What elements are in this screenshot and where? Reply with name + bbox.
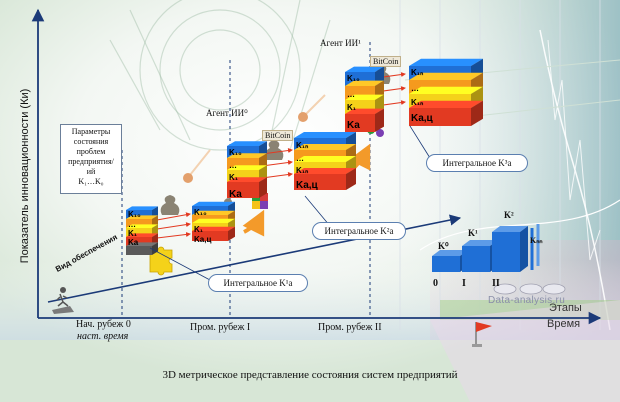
- mid-stack-right-3: K₁ₙ: [296, 166, 309, 175]
- metric-stacks: [126, 58, 483, 255]
- large-stack-left-block-3: [345, 108, 384, 132]
- axis-time-label: Время: [547, 318, 581, 330]
- agent-ai-0-label: Агент ИИ⁰: [206, 108, 248, 118]
- mini-chart-kn-label: Kₙₙ: [530, 236, 543, 245]
- large-stack-left-1: K₁₀: [347, 74, 360, 83]
- parameters-line-3: проблем: [76, 147, 106, 156]
- small-stack-label-3: K₁: [128, 229, 138, 238]
- money-bag-icon-2: [264, 140, 284, 160]
- large-stack-left-4: Ka: [347, 120, 360, 131]
- parameters-box: Параметры состояния проблем предприятия/…: [60, 124, 122, 194]
- agent-ai-1-label: Агент ИИ¹: [320, 38, 361, 48]
- large-stack-right-4: Ka,ц: [411, 113, 433, 124]
- integral-callout-3: Интегральное K³а: [426, 154, 528, 172]
- parameters-line-5: ий: [86, 167, 96, 176]
- y-axis-title: Показатель инновационности (Ки): [19, 88, 31, 264]
- mini-bar-chart: [432, 224, 540, 272]
- parameters-line-6: K₁…K₀: [78, 177, 104, 186]
- small-stack-left-block-4: [126, 242, 158, 255]
- axis-etapy-label: Этапы: [549, 302, 582, 314]
- small-stack-right-3: K₁: [194, 225, 204, 234]
- watermark: Data-analysis.ru: [488, 295, 566, 306]
- mini-chart-k0-label: K⁰: [438, 241, 449, 251]
- integral-callout-3-text: Интегральное K³а: [442, 158, 512, 168]
- bitcoin-label-1: BitCoin: [262, 130, 294, 141]
- small-stack-label-2: …: [128, 220, 136, 229]
- small-stack-right-1: K₁₀: [194, 208, 207, 217]
- integral-callout-2: Интегральное K²а: [312, 222, 406, 240]
- mid-stack-right-block-3: [294, 168, 356, 190]
- growth-arrow-1: [242, 209, 265, 237]
- small-stack-label-4: Ka: [128, 238, 139, 247]
- stage-1-label: Пром. рубеж I: [190, 322, 251, 333]
- large-stack-right-3: K₁ₙ: [411, 98, 424, 107]
- small-stack-right-block-3: [192, 226, 235, 241]
- small-stack-right-5: Ka,ц: [194, 235, 212, 244]
- stage-0-label: Нач. рубеж 0: [76, 319, 131, 330]
- flag-icon: [472, 322, 492, 347]
- mid-stack-right-2: …: [296, 154, 304, 163]
- parameters-line-1: Параметры: [71, 127, 111, 136]
- bitcoin-coins-icon: [493, 283, 566, 295]
- integral-callout-2-text: Интегральное K²а: [324, 226, 394, 236]
- integral-callout-1-text: Интегральное K¹а: [223, 278, 293, 288]
- slide-caption: 3D метрическое представление состояния с…: [162, 369, 458, 381]
- mini-chart-II-label: II: [492, 278, 500, 289]
- mini-chart-0-label: 0: [433, 278, 438, 289]
- mid-stack-left-4: Ka: [229, 189, 242, 200]
- parameters-line-4: предприятия/: [68, 157, 114, 166]
- mid-stack-left-3: K₁: [229, 173, 239, 182]
- large-stack-right-block-3: [409, 100, 483, 126]
- bitcoin-label-2: BitCoin: [370, 56, 402, 67]
- callout-2-connector: [304, 195, 331, 227]
- large-stack-left-3: K₁: [347, 103, 357, 112]
- large-stack-left-2: …: [347, 90, 355, 99]
- mini-chart-I-label: I: [462, 278, 466, 289]
- climber-icon: [52, 287, 74, 314]
- money-bag-icon-1: [160, 195, 180, 215]
- stage-0-sublabel: наст. время: [77, 331, 129, 342]
- mid-stack-right-1: K₁ₙ: [296, 141, 309, 150]
- small-stack-label-1: K₁₀: [128, 210, 141, 219]
- transfer-arrows-1: [156, 212, 191, 239]
- mid-stack-right-4: Ka,ц: [296, 180, 318, 191]
- callout-3-connector: [409, 125, 431, 159]
- mid-stack-left-2: …: [229, 161, 237, 170]
- large-stack-right-2: …: [411, 84, 419, 93]
- mid-stack-left-block-3: [227, 177, 267, 198]
- stage-2-label: Пром. рубеж II: [318, 322, 382, 333]
- mini-chart-k1-label: K¹: [468, 228, 478, 238]
- puzzle-yellow-icon: [149, 246, 173, 276]
- mid-stack-left-1: K₁₀: [229, 148, 242, 157]
- large-stack-right-1: K₁ₙ: [411, 68, 424, 77]
- integral-callout-1: Интегральное K¹а: [208, 274, 308, 292]
- parameters-line-2: состояния: [73, 137, 109, 146]
- mini-chart-k2-label: K²: [504, 210, 514, 220]
- callout-1-connector: [149, 247, 211, 281]
